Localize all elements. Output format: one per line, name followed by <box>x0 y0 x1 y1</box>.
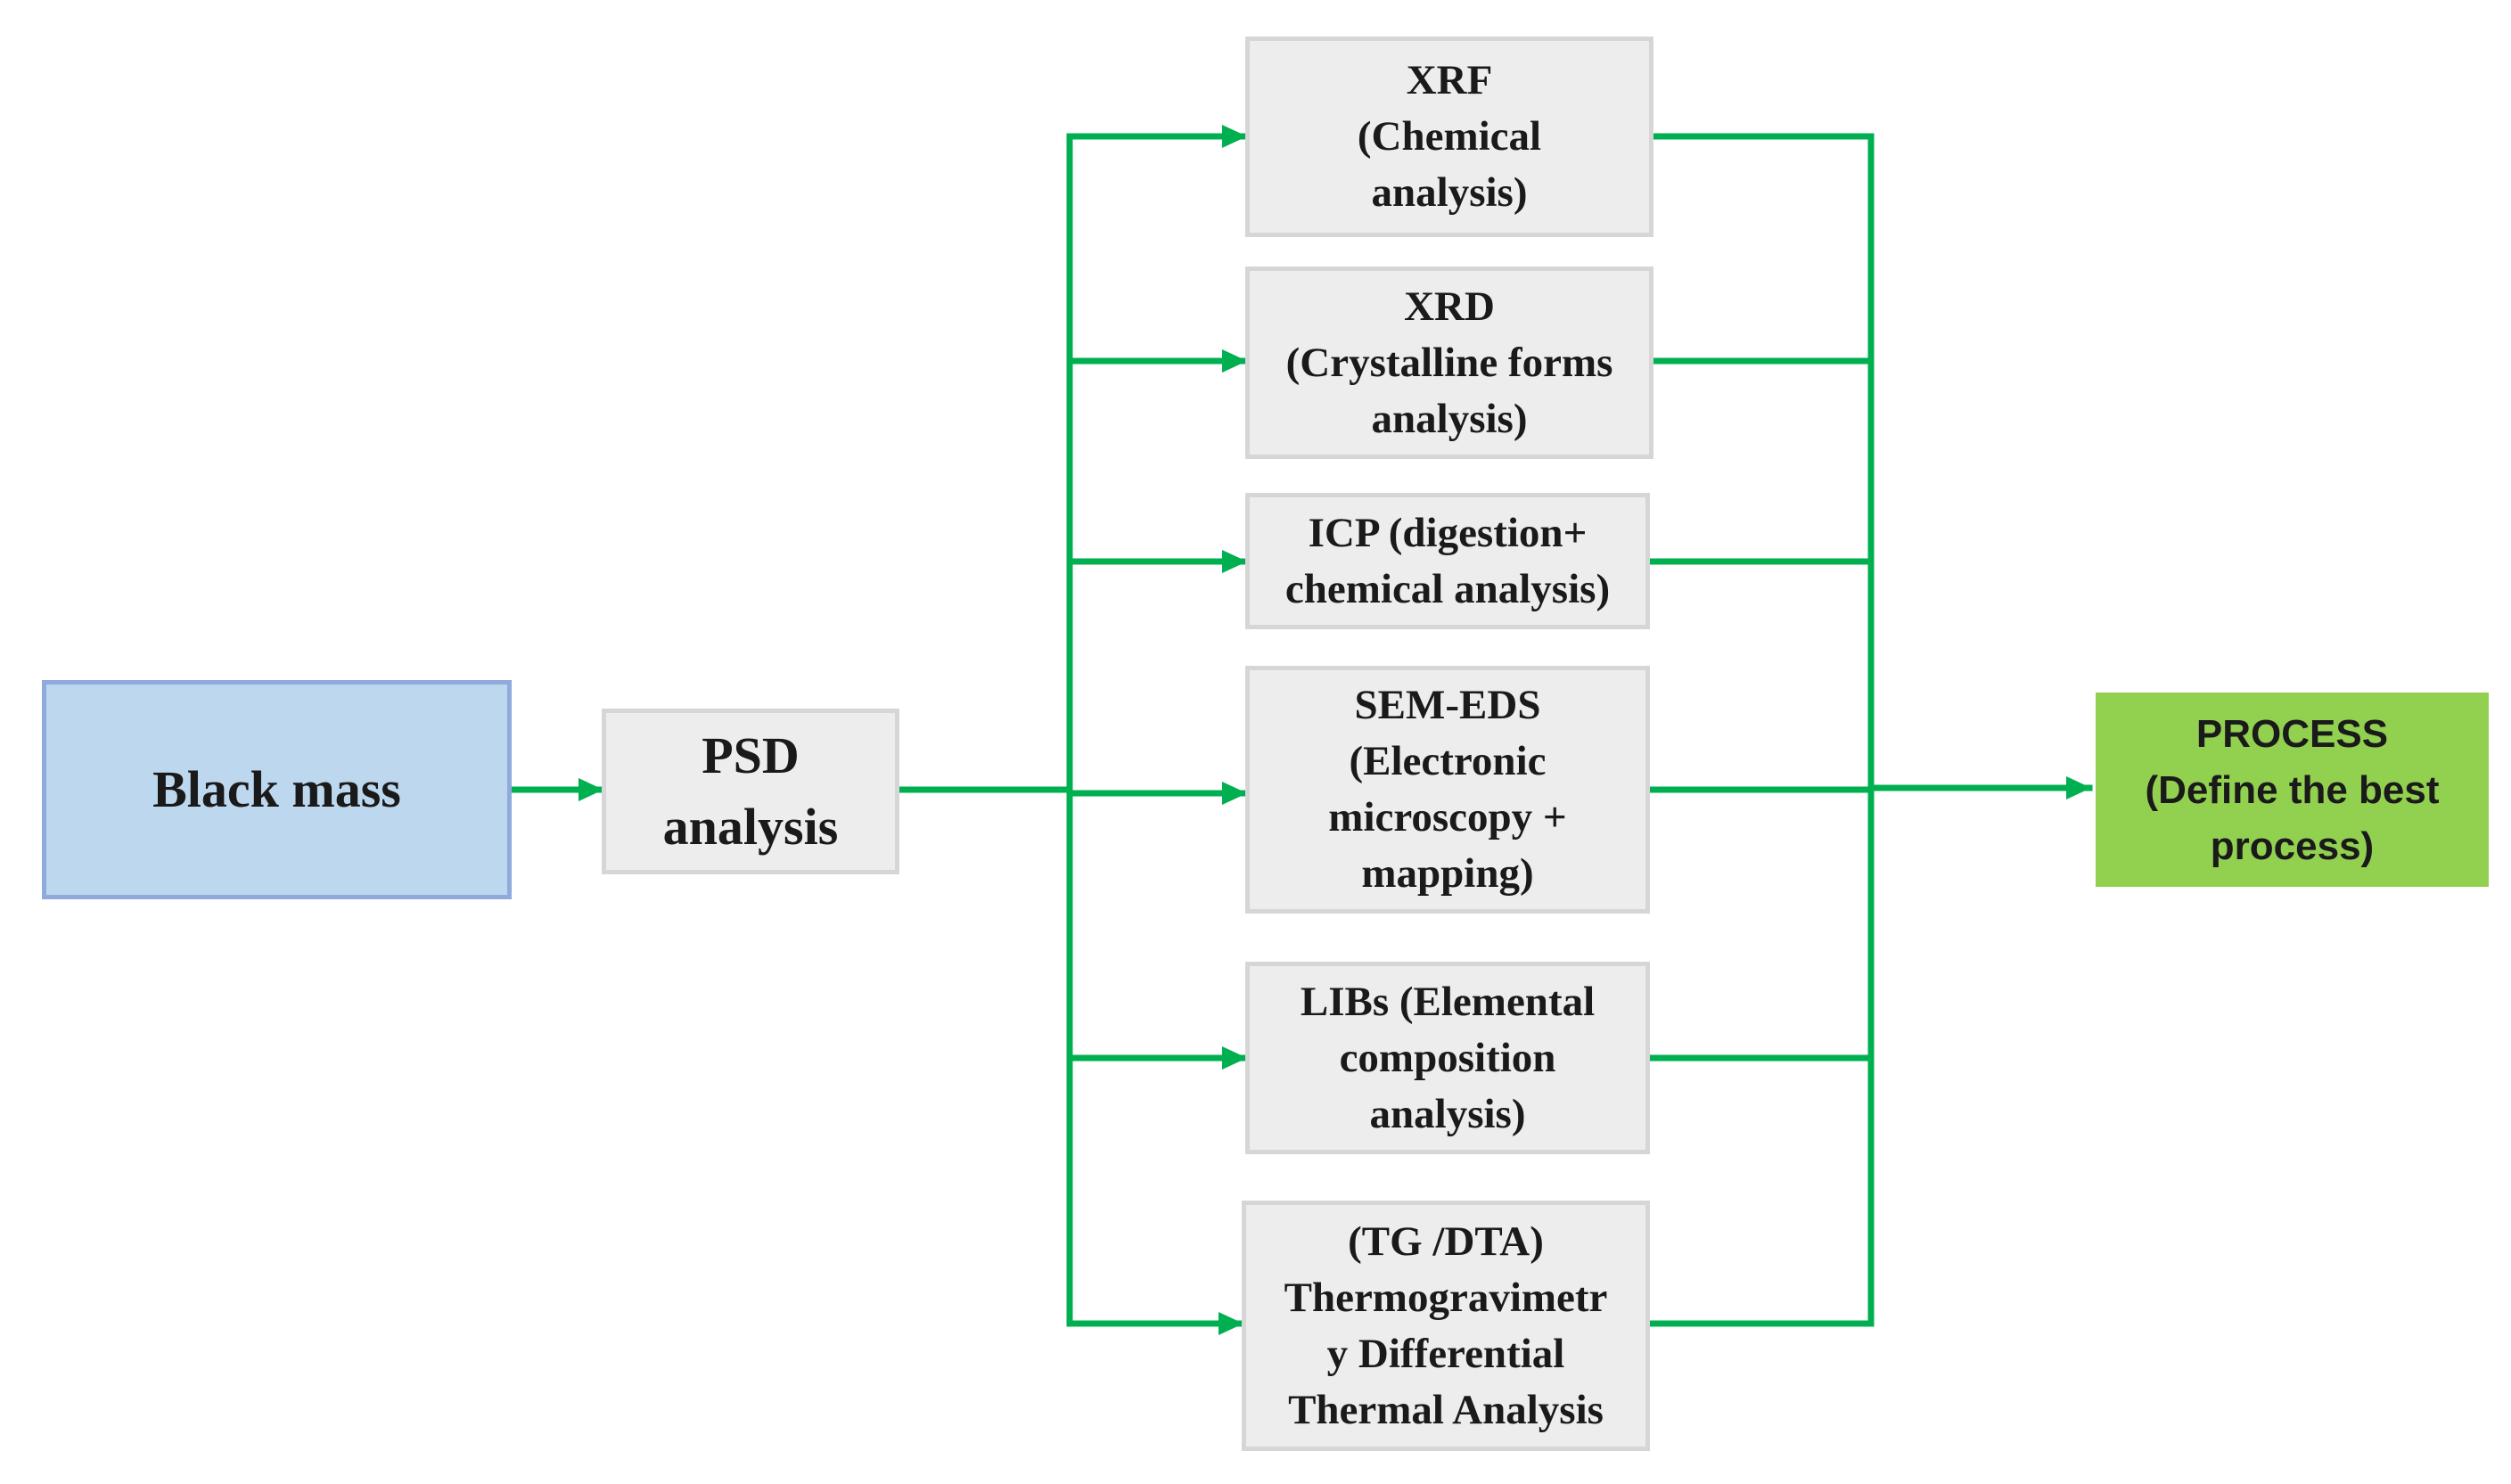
psd-line-1: PSD <box>702 726 800 784</box>
icp-line-2: chemical analysis) <box>1284 565 1611 612</box>
xrd-line-1: XRD <box>1404 283 1495 330</box>
black-mass-box: Black mass <box>42 680 512 899</box>
xrf-line-1: XRF <box>1406 57 1493 103</box>
black-mass-label: Black mass <box>152 760 401 818</box>
xrf-box: XRF (Chemical analysis) <box>1245 37 1653 237</box>
psd-analysis-box: PSD analysis <box>602 709 899 874</box>
xrf-line-3: analysis) <box>1371 169 1528 216</box>
libs-box: LIBs (Elemental composition analysis) <box>1245 962 1650 1154</box>
process-line-1: PROCESS <box>2195 711 2389 756</box>
xrd-line-2: (Crystalline forms <box>1285 339 1613 386</box>
libs-line-2: composition <box>1339 1034 1556 1081</box>
sem-eds-line-4: mapping) <box>1361 850 1534 897</box>
psd-line-2: analysis <box>662 798 839 856</box>
icp-box: ICP (digestion+ chemical analysis) <box>1245 493 1650 629</box>
tg-dta-box: (TG /DTA) Thermogravimetr y Differential… <box>1242 1201 1650 1451</box>
process-line-2: (Define the best <box>2145 767 2440 812</box>
sem-eds-box: SEM-EDS (Electronic microscopy + mapping… <box>1245 666 1650 914</box>
sem-eds-line-2: (Electronic <box>1349 738 1547 784</box>
process-box: PROCESS (Define the best process) <box>2096 693 2489 887</box>
tg-dta-line-3: y Differential <box>1326 1330 1565 1377</box>
libs-line-1: LIBs (Elemental <box>1300 978 1596 1025</box>
libs-line-3: analysis) <box>1369 1090 1526 1137</box>
xrd-box: XRD (Crystalline forms analysis) <box>1245 266 1653 459</box>
sem-eds-line-3: microscopy + <box>1328 794 1567 840</box>
process-line-3: process) <box>2210 824 2375 868</box>
tg-dta-line-4: Thermal Analysis <box>1288 1386 1604 1433</box>
tg-dta-line-2: Thermogravimetr <box>1284 1274 1608 1321</box>
xrf-line-2: (Chemical <box>1357 113 1542 160</box>
tg-dta-line-1: (TG /DTA) <box>1348 1218 1544 1265</box>
xrd-line-3: analysis) <box>1371 395 1528 442</box>
sem-eds-line-1: SEM-EDS <box>1354 682 1541 728</box>
icp-line-1: ICP (digestion+ <box>1308 509 1588 556</box>
